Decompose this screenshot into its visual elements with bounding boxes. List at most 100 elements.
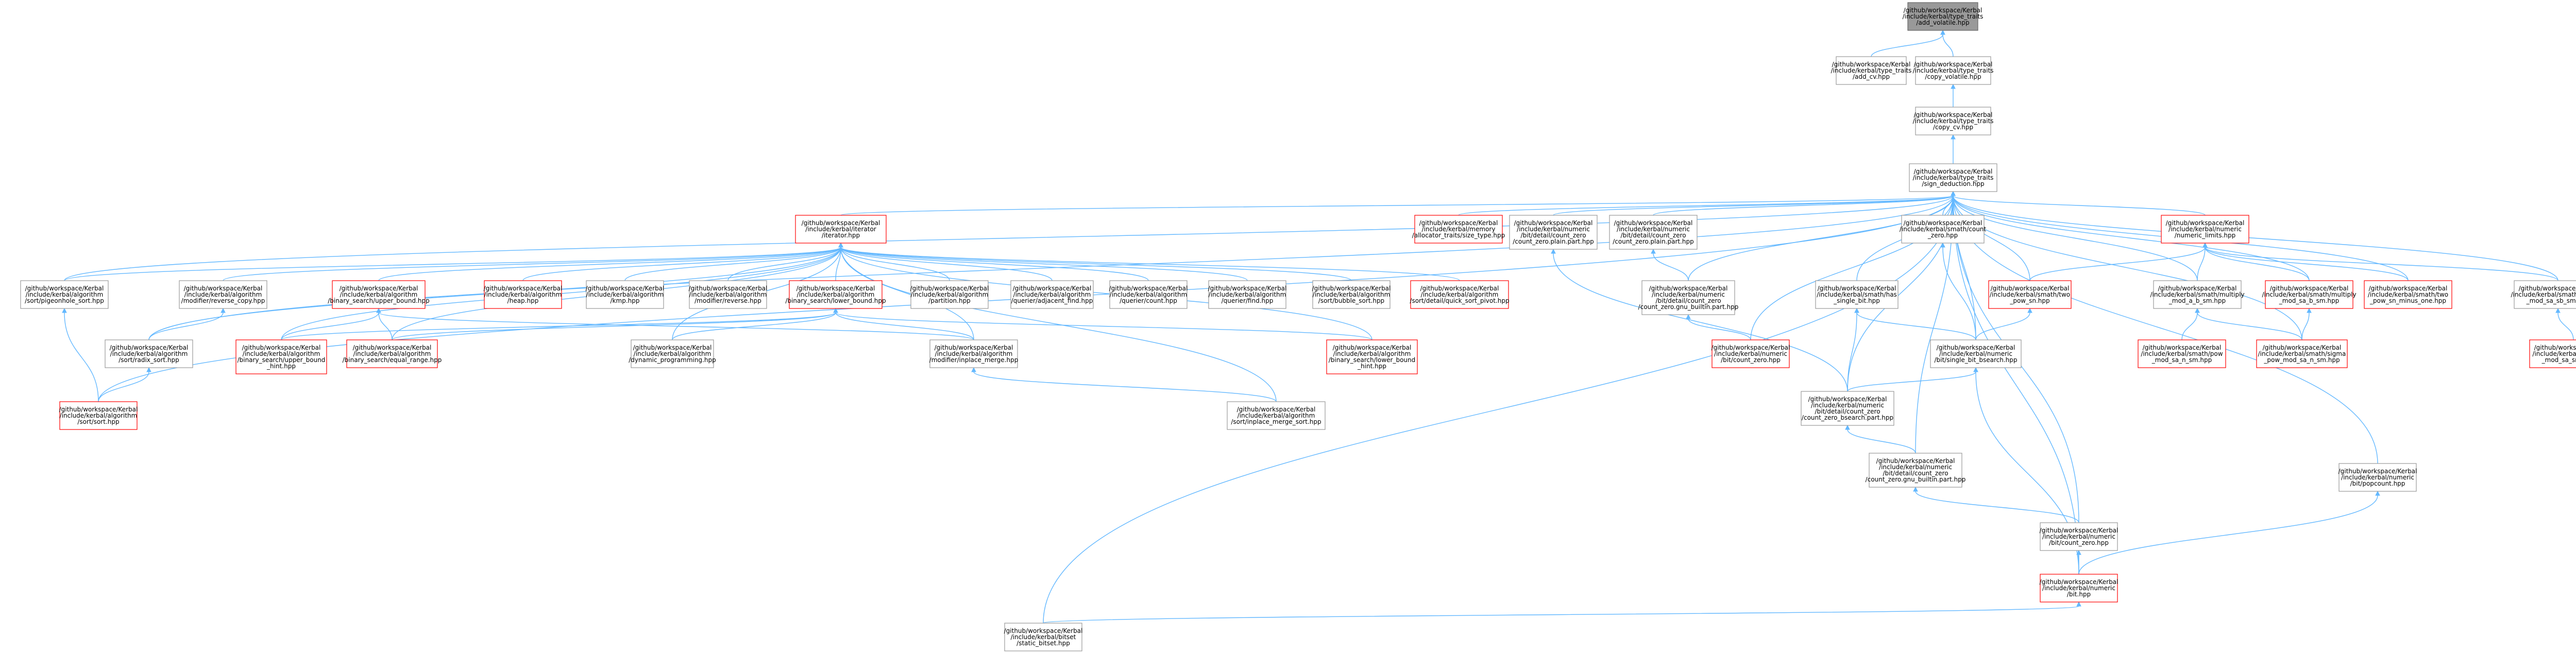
file-node-n45[interactable]: /github/workspace/Kerbal/include/kerbal/… bbox=[1866, 453, 1966, 488]
file-node-n27[interactable]: /github/workspace/Kerbal/include/kerbal/… bbox=[2150, 280, 2245, 309]
file-node-n6[interactable]: /github/workspace/Kerbal/include/kerbal/… bbox=[1412, 215, 1505, 244]
dependency-edge-n10-n29 bbox=[2202, 242, 2409, 281]
file-node-n14[interactable]: /github/workspace/Kerbal/include/kerbal/… bbox=[484, 280, 563, 309]
file-node-n9[interactable]: /github/workspace/Kerbal/include/kerbal/… bbox=[1900, 215, 1987, 244]
file-node-n43[interactable]: /github/workspace/Kerbal/include/kerbal/… bbox=[1227, 401, 1326, 430]
node-label-line: /github/workspace/Kerbal bbox=[484, 285, 563, 292]
file-node-n28[interactable]: /github/workspace/Kerbal/include/kerbal/… bbox=[2262, 280, 2357, 309]
edge-arrowhead bbox=[833, 307, 838, 313]
node-label-line: /github/workspace/Kerbal bbox=[1904, 7, 1982, 14]
edge-line bbox=[1942, 34, 1954, 57]
file-node-n37[interactable]: /github/workspace/Kerbal/include/kerbal/… bbox=[1711, 339, 1790, 368]
edge-line bbox=[727, 247, 841, 281]
file-node-n44[interactable]: /github/workspace/Kerbal/include/kerbal/… bbox=[1801, 391, 1894, 426]
node-label-line: /include/kerbal/algorithm bbox=[1238, 412, 1315, 419]
file-node-n18[interactable]: /github/workspace/Kerbal/include/kerbal/… bbox=[910, 280, 989, 309]
file-node-n20[interactable]: /github/workspace/Kerbal/include/kerbal/… bbox=[1109, 280, 1188, 309]
dependency-edge-n17-n35 bbox=[833, 307, 974, 340]
edge-line bbox=[1553, 253, 1848, 392]
file-node-n34[interactable]: /github/workspace/Kerbal/include/kerbal/… bbox=[629, 339, 716, 368]
edge-line bbox=[624, 247, 841, 281]
file-node-n49[interactable]: /github/workspace/Kerbal/include/kerbal/… bbox=[1004, 623, 1083, 651]
node-label-line: /github/workspace/Kerbal bbox=[353, 344, 432, 351]
file-node-n48[interactable]: /github/workspace/Kerbal/include/kerbal/… bbox=[2040, 574, 2119, 603]
dependency-edge-n30-n41 bbox=[2555, 307, 2574, 340]
edge-line bbox=[840, 247, 1277, 402]
file-node-n42[interactable]: /github/workspace/Kerbal/include/kerbal/… bbox=[59, 401, 138, 430]
node-box bbox=[1208, 280, 1286, 309]
node-label-line: /github/workspace/Kerbal bbox=[1419, 219, 1498, 227]
node-label-line: _hint.hpp bbox=[266, 363, 296, 370]
file-node-n23[interactable]: /github/workspace/Kerbal/include/kerbal/… bbox=[1410, 280, 1510, 309]
file-node-n46[interactable]: /github/workspace/Kerbal/include/kerbal/… bbox=[2338, 463, 2417, 492]
file-node-n29[interactable]: /github/workspace/Kerbal/include/kerbal/… bbox=[2364, 280, 2452, 309]
node-label-line: /github/workspace/Kerbal bbox=[1514, 219, 1593, 227]
file-node-n47[interactable]: /github/workspace/Kerbal/include/kerbal/… bbox=[2040, 522, 2119, 551]
node-label-line: /modifier/reverse_copy.hpp bbox=[181, 297, 265, 304]
file-node-n26[interactable]: /github/workspace/Kerbal/include/kerbal/… bbox=[1988, 280, 2072, 309]
file-node-n41[interactable]: /github/workspace/Kerbal/include/kerbal/… bbox=[2529, 339, 2576, 368]
edge-arrowhead bbox=[1940, 242, 1945, 248]
file-node-n7[interactable]: /github/workspace/Kerbal/include/kerbal/… bbox=[1509, 215, 1598, 250]
file-node-n40[interactable]: /github/workspace/Kerbal/include/kerbal/… bbox=[2256, 339, 2348, 368]
file-node-n35[interactable]: /github/workspace/Kerbal/include/kerbal/… bbox=[929, 339, 1019, 368]
file-node-n24[interactable]: /github/workspace/Kerbal/include/kerbal/… bbox=[1638, 280, 1739, 315]
node-label-line: /binary_search/upper_bound.hpp bbox=[328, 297, 430, 304]
file-node-n30[interactable]: /github/workspace/Kerbal/include/kerbal/… bbox=[2511, 280, 2576, 309]
node-label-line: /github/workspace/Kerbal bbox=[110, 344, 189, 351]
node-box bbox=[1869, 453, 1962, 488]
edge-line bbox=[223, 247, 841, 281]
edge-arrowhead bbox=[2076, 549, 2081, 555]
node-label-line: /sort/bubble_sort.hpp bbox=[1318, 297, 1384, 304]
edge-arrowhead bbox=[2027, 307, 2032, 313]
node-label-line: /github/workspace/Kerbal bbox=[340, 285, 418, 292]
file-node-n38[interactable]: /github/workspace/Kerbal/include/kerbal/… bbox=[1930, 339, 2022, 368]
file-node-n10[interactable]: /github/workspace/Kerbal/include/kerbal/… bbox=[2161, 215, 2249, 244]
file-node-n8[interactable]: /github/workspace/Kerbal/include/kerbal/… bbox=[1609, 215, 1698, 250]
file-node-n21[interactable]: /github/workspace/Kerbal/include/kerbal/… bbox=[1208, 280, 1287, 309]
file-node-n0[interactable]: /github/workspace/Kerbal/include/kerbal/… bbox=[1903, 2, 1984, 31]
file-node-n3[interactable]: /github/workspace/Kerbal/include/kerbal/… bbox=[1913, 107, 1994, 135]
node-label-line: /count_zero.plain.part.hpp bbox=[1513, 238, 1594, 245]
file-node-n17[interactable]: /github/workspace/Kerbal/include/kerbal/… bbox=[785, 280, 886, 309]
node-label-line: /include/kerbal/algorithm bbox=[1209, 291, 1286, 298]
file-node-n19[interactable]: /github/workspace/Kerbal/include/kerbal/… bbox=[1010, 280, 1094, 309]
file-node-n36[interactable]: /github/workspace/Kerbal/include/kerbal/… bbox=[1326, 339, 1418, 374]
node-label-line: /include/kerbal/iterator bbox=[805, 226, 876, 233]
file-node-n12[interactable]: /github/workspace/Kerbal/include/kerbal/… bbox=[179, 280, 267, 309]
file-node-n32[interactable]: /github/workspace/Kerbal/include/kerbal/… bbox=[235, 339, 327, 374]
file-node-n15[interactable]: /github/workspace/Kerbal/include/kerbal/… bbox=[586, 280, 665, 309]
node-label-line: /bit/detail/count_zero bbox=[1520, 232, 1586, 239]
dependency-edge-n12-n31 bbox=[148, 307, 226, 340]
file-node-n16[interactable]: /github/workspace/Kerbal/include/kerbal/… bbox=[689, 280, 768, 309]
dependency-edge-n35-n43 bbox=[971, 367, 1277, 402]
file-node-n1[interactable]: /github/workspace/Kerbal/include/kerbal/… bbox=[1831, 56, 1912, 85]
dependency-edge-n48-n49 bbox=[1043, 601, 2081, 624]
edge-line bbox=[1953, 195, 2079, 575]
file-node-n39[interactable]: /github/workspace/Kerbal/include/kerbal/… bbox=[2138, 339, 2226, 368]
node-label-line: /github/workspace/Kerbal bbox=[2263, 344, 2342, 351]
node-label-line: /modifier/inplace_merge.hpp bbox=[929, 356, 1019, 364]
file-node-n25[interactable]: /github/workspace/Kerbal/include/kerbal/… bbox=[1815, 280, 1899, 309]
file-node-n4[interactable]: /github/workspace/Kerbal/include/kerbal/… bbox=[1909, 163, 1997, 192]
file-node-n5[interactable]: /github/workspace/Kerbal/include/kerbal/… bbox=[795, 215, 887, 244]
edge-line bbox=[840, 247, 1149, 281]
node-label-line: /sort/sort.hpp bbox=[77, 418, 119, 425]
node-box bbox=[1326, 339, 1418, 374]
file-node-n22[interactable]: /github/workspace/Kerbal/include/kerbal/… bbox=[1312, 280, 1391, 309]
node-label-line: /include/kerbal/numeric bbox=[2168, 226, 2242, 233]
node-label-line: _pow_mod_sa_n_sm.hpp bbox=[2263, 356, 2340, 364]
node-label-line: /github/workspace/Kerbal bbox=[1333, 344, 1412, 351]
file-node-n2[interactable]: /github/workspace/Kerbal/include/kerbal/… bbox=[1913, 56, 1994, 85]
node-box bbox=[1915, 107, 1991, 135]
file-node-n33[interactable]: /github/workspace/Kerbal/include/kerbal/… bbox=[343, 339, 442, 368]
node-label-line: /include/kerbal/algorithm bbox=[634, 350, 711, 357]
file-node-n13[interactable]: /github/workspace/Kerbal/include/kerbal/… bbox=[328, 280, 430, 309]
edge-line bbox=[64, 247, 841, 281]
file-node-n31[interactable]: /github/workspace/Kerbal/include/kerbal/… bbox=[105, 339, 193, 368]
node-box bbox=[1711, 339, 1790, 368]
edge-line bbox=[1915, 491, 2079, 523]
file-node-n11[interactable]: /github/workspace/Kerbal/include/kerbal/… bbox=[20, 280, 109, 309]
node-label-line: /github/workspace/Kerbal bbox=[1420, 285, 1499, 292]
node-label-line: /include/kerbal/algorithm bbox=[586, 291, 664, 298]
